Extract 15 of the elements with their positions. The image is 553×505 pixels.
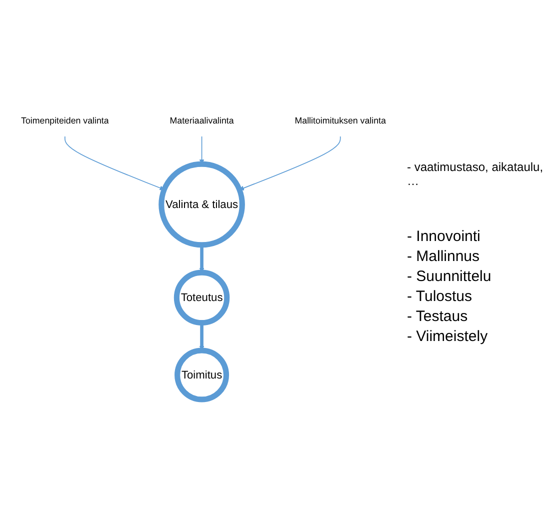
note-text: - vaatimustaso, aikataulu, …	[407, 160, 544, 188]
list-item: - Innovointi	[407, 228, 482, 245]
list-item: - Testaus	[407, 308, 469, 325]
node-circle: Valinta & tilaus	[158, 160, 245, 248]
node-text: Mallitoimituksen valinta	[294, 116, 386, 126]
node-text: Materiaalivalinta	[170, 116, 234, 126]
node-circle: Toimitus	[174, 347, 230, 402]
list-item: - Tulostus	[407, 288, 474, 305]
node-circle: Toteutus	[174, 269, 230, 326]
arrow	[239, 136, 341, 190]
arrow	[64, 136, 164, 190]
list-item: - Mallinnus	[407, 248, 481, 265]
node-text: Toimenpiteiden valinta	[21, 116, 109, 126]
list-item: - Viimeistely	[407, 328, 489, 345]
list-item: - Suunnittelu	[407, 268, 492, 285]
